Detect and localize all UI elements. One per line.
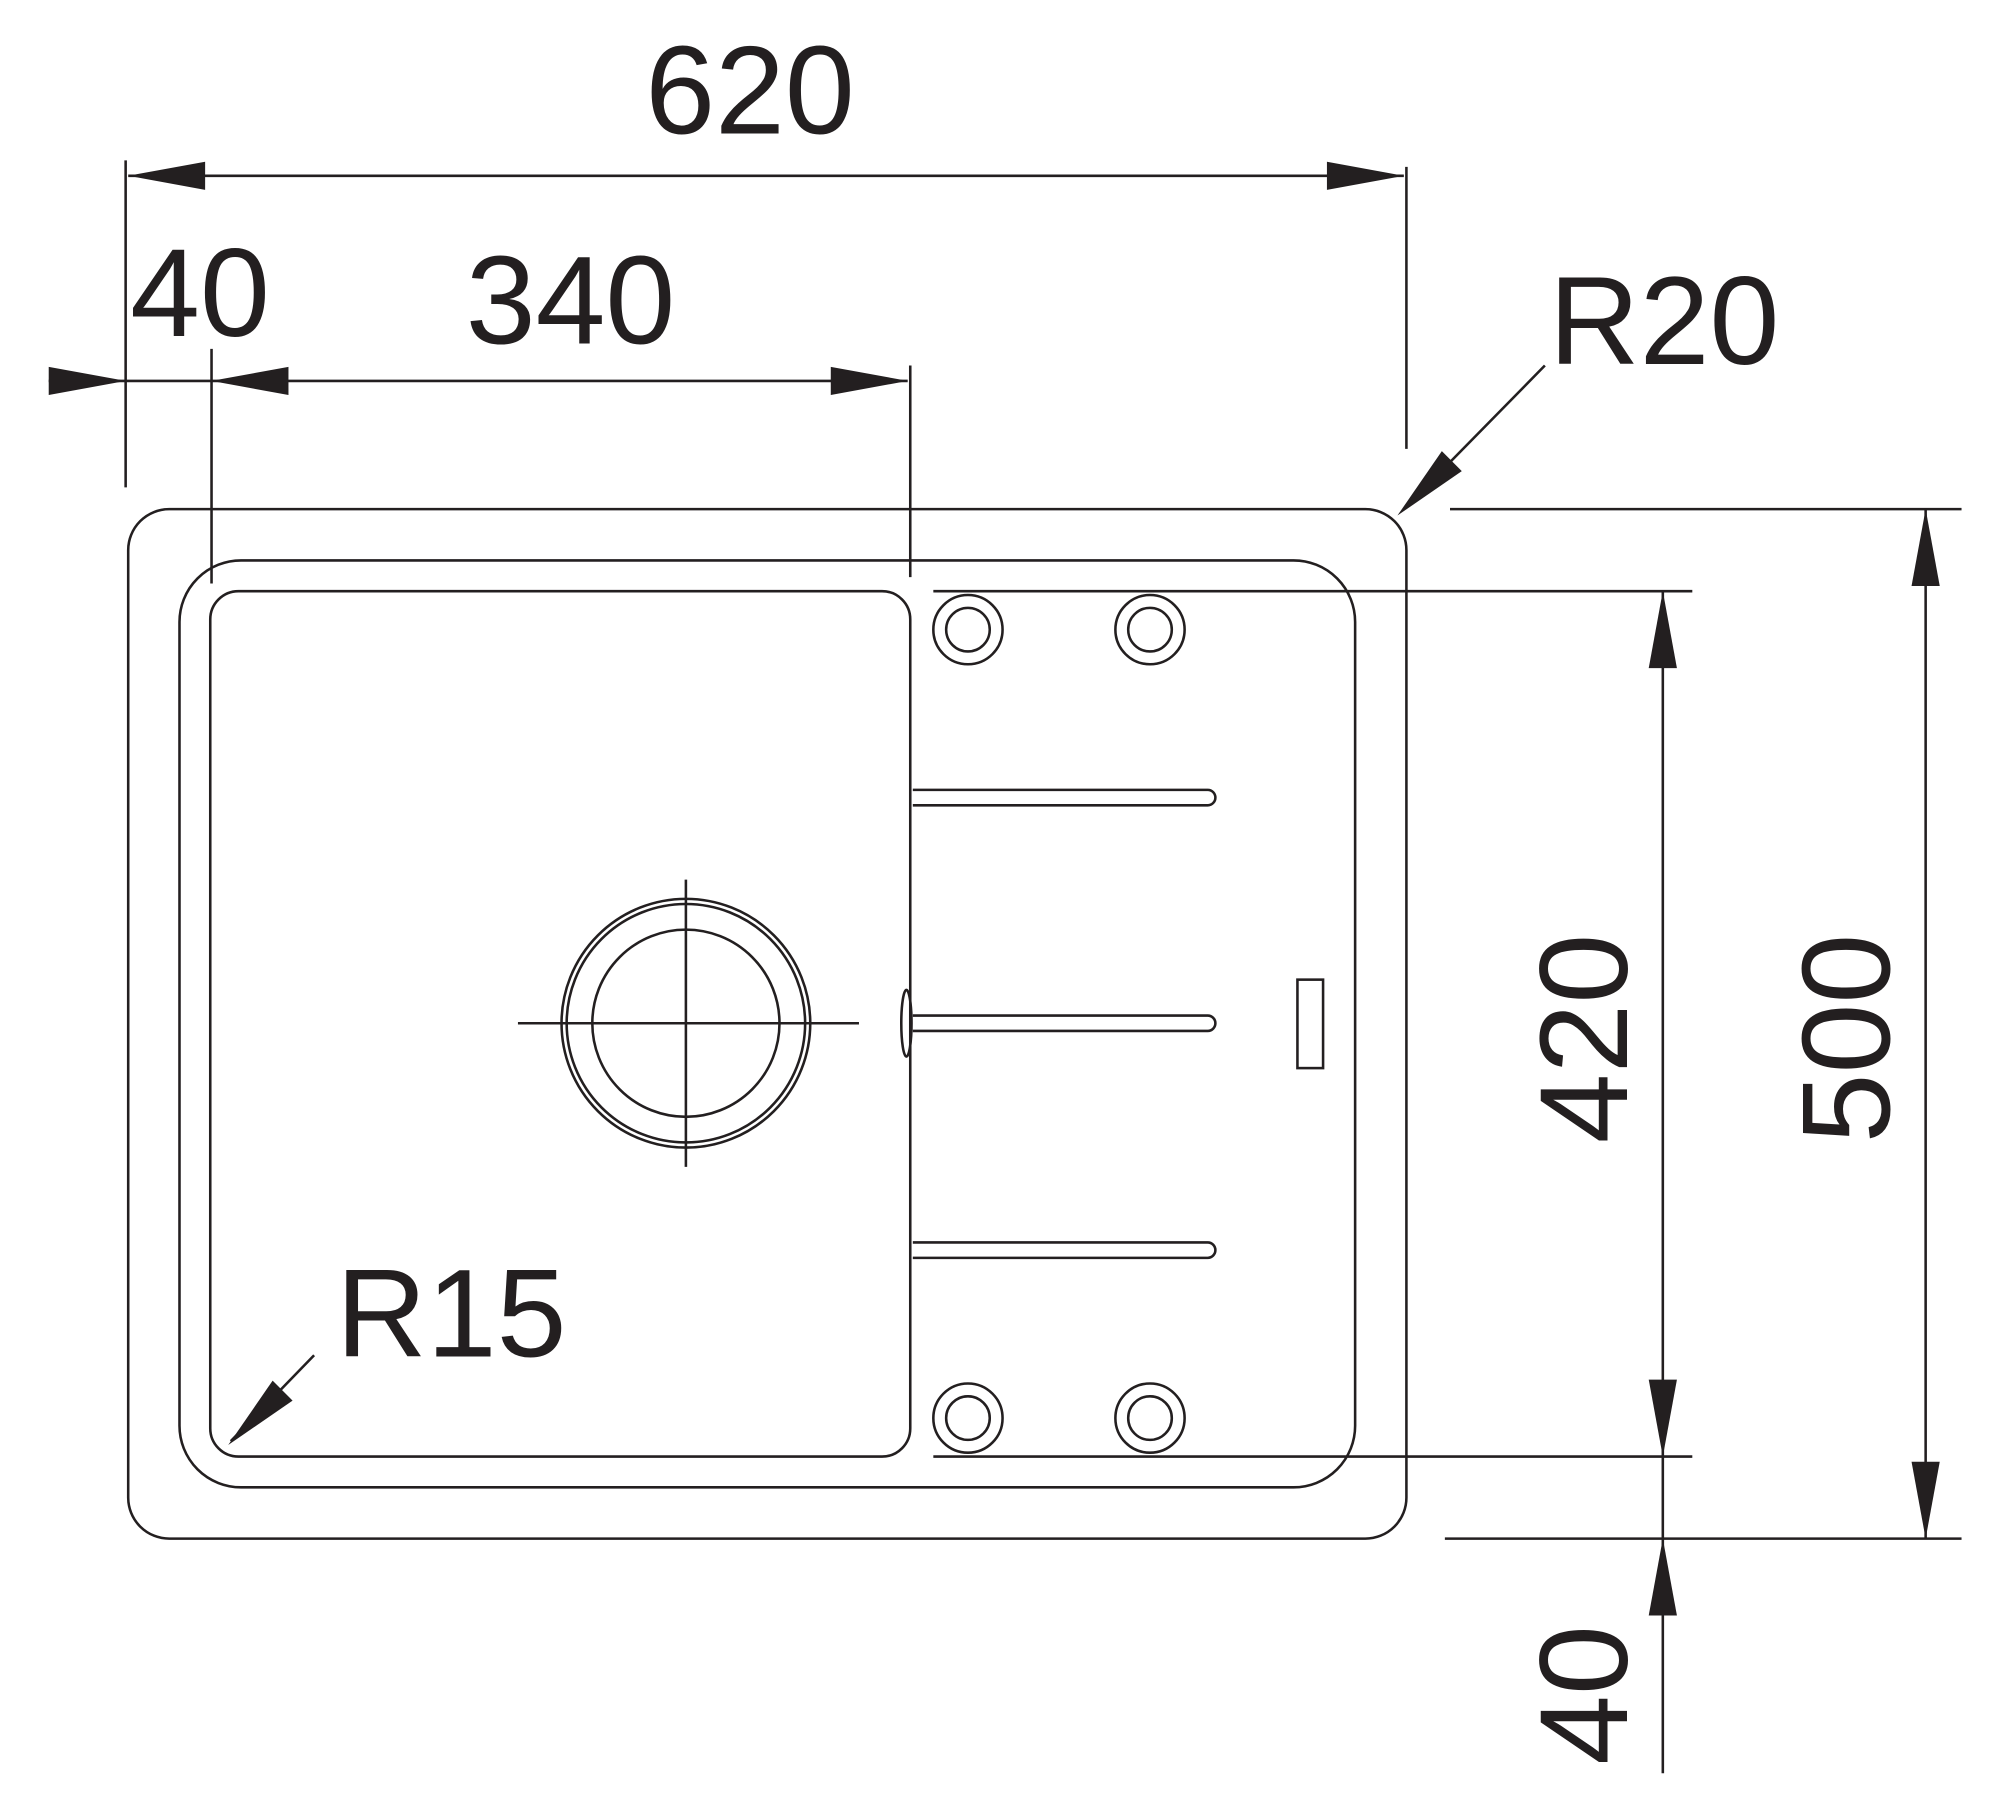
- dim-corner-radius-bowl: R15: [336, 1243, 566, 1384]
- arrowhead: [228, 1380, 293, 1446]
- arrowhead: [1648, 1379, 1677, 1457]
- arrowhead: [211, 366, 289, 396]
- arrowhead: [1911, 1461, 1940, 1539]
- arrowhead: [1326, 161, 1404, 190]
- drain: [517, 879, 859, 1167]
- arrowhead: [1397, 451, 1462, 516]
- overflow: [900, 988, 913, 1058]
- arrowhead: [1648, 591, 1677, 669]
- tap-slot: [1296, 978, 1325, 1070]
- dim-inner-depth: 420: [1513, 934, 1654, 1144]
- arrowhead: [128, 161, 206, 190]
- dim-overall-depth: 500: [1776, 934, 1917, 1144]
- dim-rim-offset-bottom: 40: [1513, 1625, 1654, 1765]
- sink-outer-outline: [126, 507, 1408, 1540]
- drainboard-ribs: [912, 788, 1217, 1260]
- dimension-lines: [48, 160, 1962, 1774]
- dim-bowl-width: 340: [466, 230, 676, 371]
- sink-inner-rim: [178, 559, 1357, 1489]
- arrowhead: [1911, 509, 1940, 587]
- arrowhead: [48, 366, 126, 396]
- dimension-arrows: [48, 161, 1940, 1616]
- arrowhead: [1648, 1538, 1677, 1616]
- mounting-holes: [932, 593, 1186, 1454]
- dim-rim-offset-left: 40: [130, 222, 270, 363]
- dim-corner-radius-outer: R20: [1549, 250, 1779, 391]
- arrowhead: [830, 366, 908, 396]
- dim-overall-width: 620: [645, 19, 855, 160]
